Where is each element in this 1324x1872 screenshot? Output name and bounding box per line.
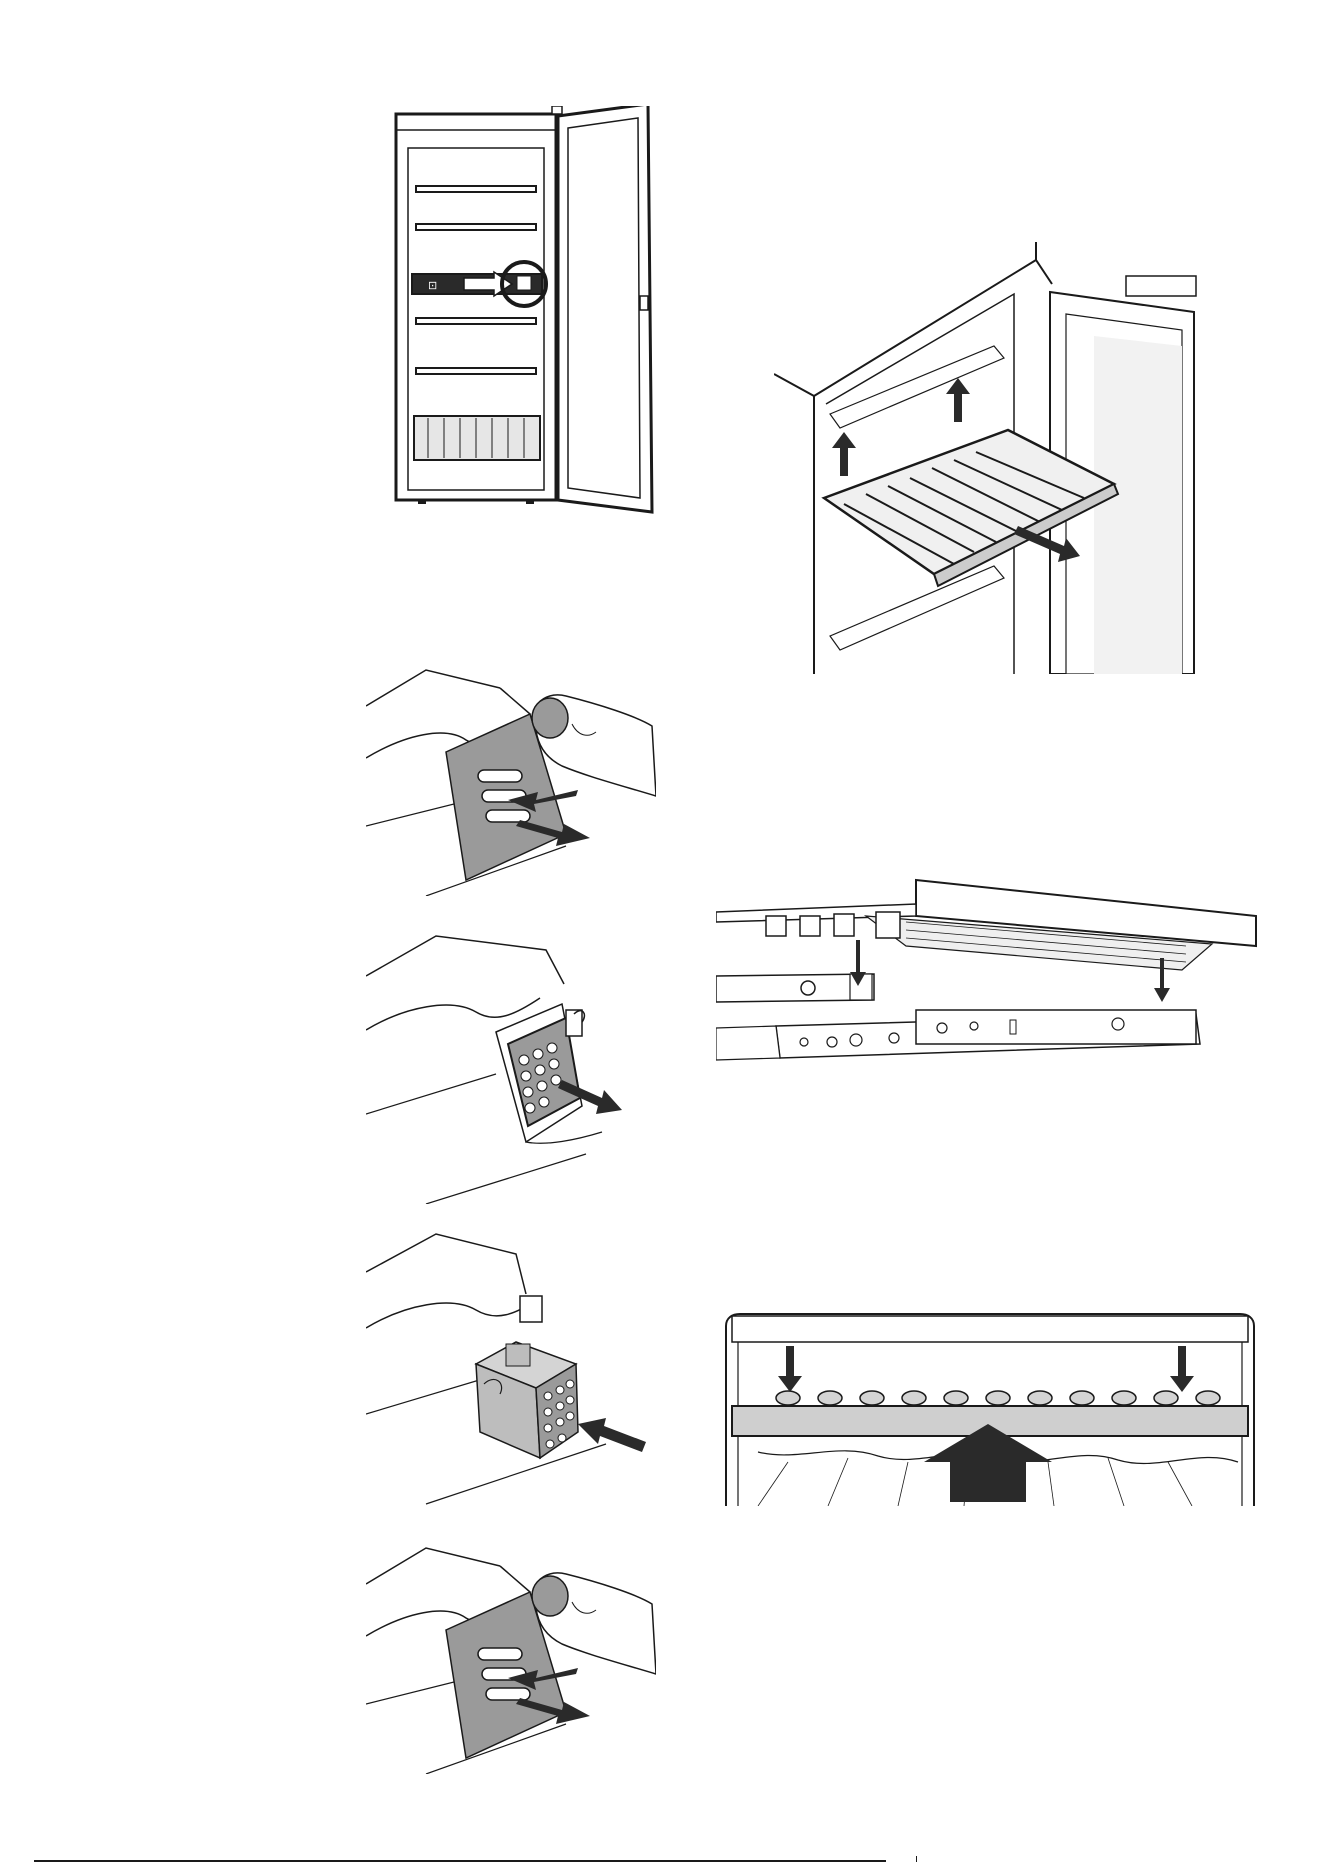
- finger-press-clip-illustration: [366, 1544, 656, 1774]
- footer-tick: [916, 1856, 917, 1862]
- footer-rule: [34, 1860, 886, 1862]
- shelf-insert-front-illustration: [718, 1312, 1264, 1506]
- shelf-removal-illustration: [774, 236, 1204, 674]
- finger-press-clip-illustration: [366, 666, 656, 896]
- fridge-open-door-illustration: ⊡: [390, 106, 670, 516]
- filter-cartridge-removal-illustration: [366, 914, 656, 1204]
- filter-cartridge-insert-illustration: [366, 1224, 656, 1514]
- label-char: ⊡: [428, 280, 437, 292]
- shelf-rail-mount-illustration: [716, 876, 1262, 1072]
